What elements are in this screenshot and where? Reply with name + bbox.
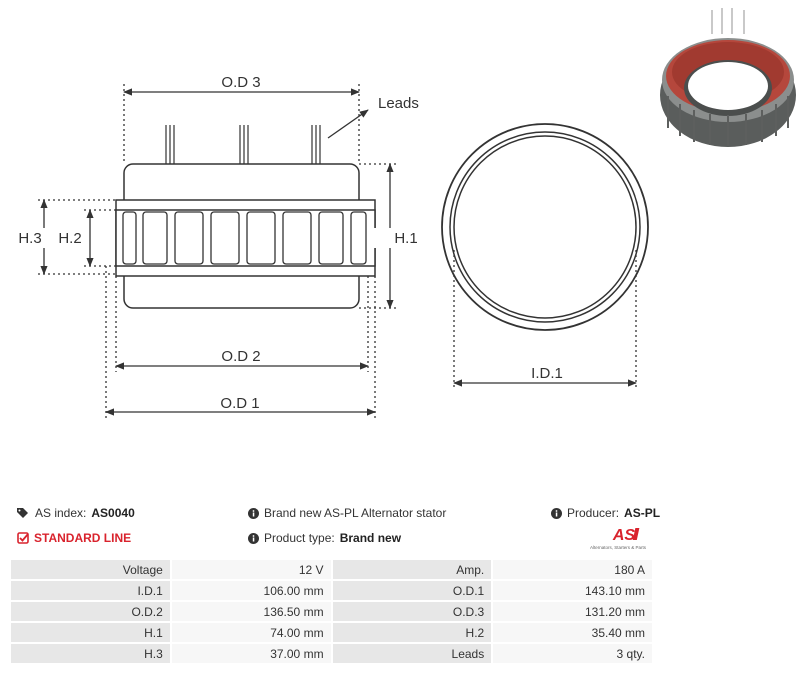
stator-side-view xyxy=(115,125,376,309)
spec-label: Voltage xyxy=(11,560,170,579)
spec-value: 131.20 mm xyxy=(493,602,652,621)
h3-label: H.3 xyxy=(18,230,41,247)
standard-line-label: STANDARD LINE xyxy=(34,531,132,545)
table-row: H.1 74.00 mm H.2 35.40 mm xyxy=(11,623,652,642)
spec-value: 143.10 mm xyxy=(493,581,652,600)
spec-value: 180 A xyxy=(493,560,652,579)
spec-label: H.1 xyxy=(11,623,170,642)
od3-label: O.D 3 xyxy=(221,74,260,91)
spec-value: 74.00 mm xyxy=(171,623,331,642)
specifications-table: Voltage 12 V Amp. 180 A I.D.1 106.00 mm … xyxy=(9,558,654,665)
spec-value: 106.00 mm xyxy=(171,581,331,600)
table-row: Voltage 12 V Amp. 180 A xyxy=(11,560,652,579)
as-pl-logo: AS Alternators, Starters & Parts xyxy=(586,525,650,551)
product-type-label: Product type: xyxy=(264,531,335,545)
product-info: AS index: AS0040 STANDARD LINE Brand new… xyxy=(0,500,800,560)
product-photo xyxy=(660,8,796,147)
table-row: H.3 37.00 mm Leads 3 qty. xyxy=(11,644,652,663)
spec-label: I.D.1 xyxy=(11,581,170,600)
h1-label: H.1 xyxy=(394,230,417,247)
spec-label: O.D.1 xyxy=(332,581,492,600)
h2-label: H.2 xyxy=(58,230,81,247)
spec-value: 3 qty. xyxy=(493,644,652,663)
dimension-arrows xyxy=(40,88,637,416)
spec-label: Amp. xyxy=(332,560,492,579)
producer-value: AS-PL xyxy=(624,506,661,520)
tags-icon xyxy=(17,507,28,518)
id1-label: I.D.1 xyxy=(531,365,563,382)
table-row: I.D.1 106.00 mm O.D.1 143.10 mm xyxy=(11,581,652,600)
info-icon xyxy=(248,507,259,519)
checkbox-icon xyxy=(17,532,29,544)
as-index: AS index: AS0040 xyxy=(17,506,135,520)
as-index-value: AS0040 xyxy=(91,506,135,520)
spec-value: 37.00 mm xyxy=(171,644,331,663)
as-index-label: AS index: xyxy=(35,506,87,520)
od2-label: O.D 2 xyxy=(221,348,260,365)
product-type-value: Brand new xyxy=(339,531,402,545)
info-icon xyxy=(248,532,259,544)
spec-label: H.3 xyxy=(11,644,170,663)
producer: Producer: AS-PL xyxy=(551,506,660,520)
spec-label: H.2 xyxy=(332,623,492,642)
stator-top-view xyxy=(441,123,649,331)
lead-wires xyxy=(165,125,321,164)
standard-line: STANDARD LINE xyxy=(17,531,131,545)
spec-label: Leads xyxy=(332,644,492,663)
spec-label: O.D.2 xyxy=(11,602,170,621)
od1-label: O.D 1 xyxy=(220,395,259,412)
description-text: Brand new AS-PL Alternator stator xyxy=(264,506,447,520)
svg-text:Alternators, Starters & Parts: Alternators, Starters & Parts xyxy=(590,545,647,550)
spec-value: 35.40 mm xyxy=(493,623,652,642)
leads-label: Leads xyxy=(378,95,419,112)
spec-value: 12 V xyxy=(171,560,331,579)
product-type: Product type: Brand new xyxy=(248,531,401,545)
producer-label: Producer: xyxy=(567,506,620,520)
info-icon xyxy=(551,507,562,519)
table-row: O.D.2 136.50 mm O.D.3 131.20 mm xyxy=(11,602,652,621)
spec-label: O.D.3 xyxy=(332,602,492,621)
svg-text:AS: AS xyxy=(612,527,636,544)
stator-technical-drawing: O.D 3 Leads H.3 H.2 H.1 O.D 2 O.D 1 I.D.… xyxy=(18,8,796,418)
spec-value: 136.50 mm xyxy=(171,602,331,621)
description: Brand new AS-PL Alternator stator xyxy=(248,506,446,520)
